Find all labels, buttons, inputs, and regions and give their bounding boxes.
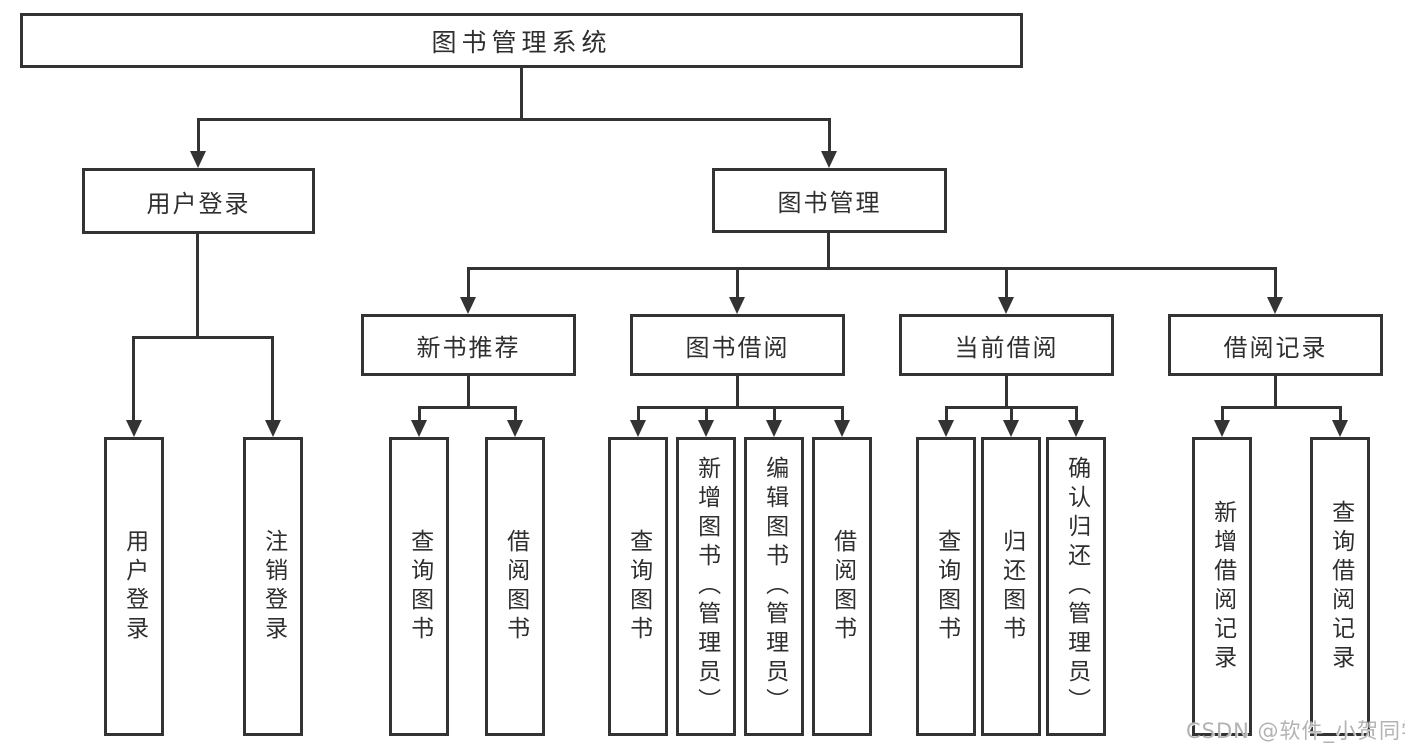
connector-leaf-stem	[945, 406, 948, 420]
node-label: 用户登录	[146, 189, 251, 218]
arrow-down-icon	[766, 420, 782, 437]
arrow-down-icon	[507, 420, 523, 437]
connector-leaf-stem	[773, 406, 776, 420]
leaf-confirm-return-admin: 确认归还（管理员）	[1046, 437, 1106, 736]
arrow-down-icon	[460, 297, 476, 314]
connector-to-current-borrowing	[1005, 267, 1008, 297]
node-label: 图书管理系统	[431, 27, 612, 57]
leaf-add-borrow-record: 新增借阅记录	[1192, 437, 1252, 736]
node-label: 新增借阅记录	[1209, 499, 1236, 674]
arrow-down-icon	[1267, 297, 1283, 314]
arrow-down-icon	[834, 420, 850, 437]
connector-leaf-stem	[637, 406, 640, 420]
arrow-down-icon	[1214, 420, 1230, 437]
node-label: 用户登录	[121, 528, 148, 645]
connector-to-borrow-records	[1274, 267, 1277, 297]
node-borrow-records: 借阅记录	[1168, 314, 1383, 376]
arrow-down-icon	[938, 420, 954, 437]
node-label: 借阅图书	[829, 528, 856, 645]
watermark: CSDN @软件_小贺同学	[1186, 719, 1405, 743]
connector-to-book-management	[828, 118, 831, 151]
node-label: 借阅图书	[502, 528, 529, 645]
connector-current-borrowing-stem	[1005, 376, 1008, 406]
node-label: 查询图书	[406, 528, 433, 645]
leaf-return-books: 归还图书	[981, 437, 1041, 736]
node-book-borrowing: 图书借阅	[630, 314, 845, 376]
connector-to-book-borrowing	[736, 267, 739, 297]
arrow-down-icon	[729, 297, 745, 314]
leaf-user-login: 用户登录	[104, 437, 164, 736]
leaf-logout: 注销登录	[243, 437, 303, 736]
connector-user-login-stem	[196, 234, 199, 336]
connector-book-borrowing-stem	[736, 376, 739, 406]
node-label: 确认归还（管理员）	[1063, 456, 1090, 717]
connector-user-login-bus	[132, 336, 274, 339]
node-user-login: 用户登录	[82, 168, 315, 234]
leaf-edit-book-admin: 编辑图书（管理员）	[744, 437, 804, 736]
node-library-system: 图书管理系统	[20, 13, 1023, 68]
node-label: 图书借阅	[685, 333, 790, 362]
arrow-down-icon	[821, 151, 837, 168]
node-current-borrowing: 当前借阅	[899, 314, 1114, 376]
node-label: 编辑图书（管理员）	[761, 456, 788, 717]
arrow-down-icon	[630, 420, 646, 437]
arrow-down-icon	[1332, 420, 1348, 437]
connector-book-management-bus	[467, 267, 1277, 270]
node-label: 新书推荐	[416, 333, 521, 362]
connector-to-new-book-recommend	[467, 267, 470, 297]
arrow-down-icon	[1003, 420, 1019, 437]
connector-leaf-stem	[1010, 406, 1013, 420]
connector-root-stem	[520, 68, 523, 118]
node-label: 查询图书	[933, 528, 960, 645]
node-label: 新增图书（管理员）	[693, 456, 720, 717]
connector-new-book-recommend-stem	[467, 376, 470, 406]
connector-new-book-recommend-bus	[418, 406, 517, 409]
node-label: 借阅记录	[1223, 333, 1328, 362]
node-label: 归还图书	[998, 528, 1025, 645]
leaf-borrow-books-borrowing: 借阅图书	[812, 437, 872, 736]
connector-book-borrowing-bus	[637, 406, 844, 409]
connector-leaf-stem	[1221, 406, 1224, 420]
arrow-down-icon	[265, 420, 281, 437]
connector-borrow-records-bus	[1221, 406, 1342, 409]
leaf-query-books-recommend: 查询图书	[389, 437, 449, 736]
connector-root-bus	[197, 118, 831, 121]
connector-to-leaf-user-login	[132, 336, 135, 420]
connector-leaf-stem	[1339, 406, 1342, 420]
arrow-down-icon	[998, 297, 1014, 314]
arrow-down-icon	[698, 420, 714, 437]
node-new-book-recommend: 新书推荐	[361, 314, 576, 376]
node-label: 注销登录	[260, 528, 287, 645]
node-label: 查询借阅记录	[1327, 499, 1354, 674]
connector-leaf-stem	[705, 406, 708, 420]
connector-leaf-stem	[841, 406, 844, 420]
node-label: 当前借阅	[954, 333, 1059, 362]
connector-to-user-login	[197, 118, 200, 151]
node-book-management: 图书管理	[712, 168, 947, 233]
leaf-borrow-books-recommend: 借阅图书	[485, 437, 545, 736]
connector-book-management-stem	[827, 233, 830, 267]
connector-borrow-records-stem	[1274, 376, 1277, 406]
leaf-query-books-current: 查询图书	[916, 437, 976, 736]
connector-leaf-stem	[514, 406, 517, 420]
leaf-add-book-admin: 新增图书（管理员）	[676, 437, 736, 736]
connector-to-leaf-logout	[271, 336, 274, 420]
leaf-query-borrow-record: 查询借阅记录	[1310, 437, 1370, 736]
arrow-down-icon	[411, 420, 427, 437]
leaf-query-books-borrowing: 查询图书	[608, 437, 668, 736]
connector-leaf-stem	[1075, 406, 1078, 420]
arrow-down-icon	[190, 151, 206, 168]
arrow-down-icon	[126, 420, 142, 437]
node-label: 图书管理	[777, 189, 882, 217]
connector-leaf-stem	[418, 406, 421, 420]
arrow-down-icon	[1068, 420, 1084, 437]
node-label: 查询图书	[625, 528, 652, 645]
